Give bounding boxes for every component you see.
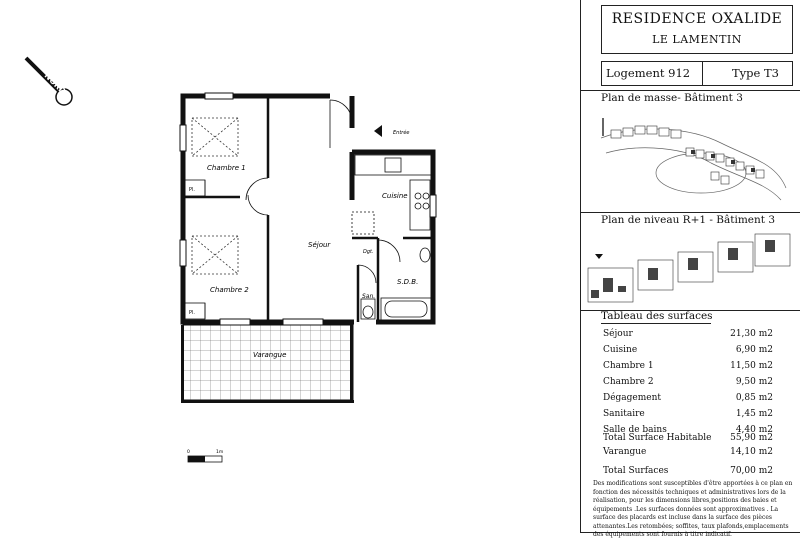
north-arrow-icon: NORD bbox=[24, 56, 73, 106]
total-value: 55,90 m2 bbox=[730, 433, 773, 443]
compass-label: NORD bbox=[43, 71, 68, 96]
surface-label: Cuisine bbox=[603, 345, 638, 355]
level-plan-thumbnail bbox=[587, 233, 791, 303]
scale-start-label: 0 bbox=[187, 449, 190, 455]
disclaimer-notes: Des modifications sont susceptibles d'êt… bbox=[593, 480, 793, 538]
room-label-chambre1: Chambre 1 bbox=[207, 164, 246, 172]
beds bbox=[191, 117, 239, 275]
bathroom-fixtures bbox=[360, 247, 432, 321]
entry-arrow-icon bbox=[374, 125, 382, 137]
unit-info: Logement 912 Type T3 bbox=[601, 61, 793, 86]
surface-label: Salle de bains bbox=[603, 425, 667, 435]
surface-value: 0,85 m2 bbox=[735, 393, 773, 403]
plan-niveau-title: Plan de niveau R+1 - Bâtiment 3 bbox=[601, 214, 776, 226]
surface-label: Sanitaire bbox=[603, 409, 645, 419]
room-label-degagement: Dgt. bbox=[363, 249, 374, 255]
surface-value: 6,90 m2 bbox=[735, 345, 773, 355]
room-label-san: San. bbox=[362, 293, 375, 300]
surfaces-title: Tableau des surfaces bbox=[601, 310, 713, 322]
total-label: Varangue bbox=[603, 447, 647, 457]
placard-label-2: Pl. bbox=[189, 310, 195, 316]
room-label-sejour: Séjour bbox=[308, 241, 331, 249]
residence-title: RESIDENCE OXALIDE bbox=[611, 11, 783, 27]
room-label-sdb: S.D.B. bbox=[397, 278, 418, 286]
room-label-cuisine: Cuisine bbox=[382, 192, 408, 200]
varangue-area bbox=[182, 324, 354, 401]
floor-plan: NORD bbox=[24, 56, 437, 463]
scale-bar: 0 1m bbox=[187, 449, 223, 463]
surface-value: 9,50 m2 bbox=[735, 377, 773, 387]
placard-label-1: Pl. bbox=[189, 187, 195, 193]
total-value: 14,10 m2 bbox=[730, 447, 773, 457]
total-label: Total Surfaces bbox=[603, 466, 669, 476]
logement-label: Logement 912 bbox=[606, 66, 691, 80]
room-label-varangue: Varangue bbox=[253, 351, 286, 359]
surface-value: 11,50 m2 bbox=[730, 361, 773, 371]
residence-location: LE LAMENTIN bbox=[652, 33, 742, 46]
type-label: Type T3 bbox=[732, 66, 779, 80]
surface-value: 1,45 m2 bbox=[735, 409, 773, 419]
surface-label: Dégagement bbox=[603, 393, 662, 403]
info-panel: RESIDENCE OXALIDE LE LAMENTIN Logement 9… bbox=[580, 0, 800, 538]
interior-walls bbox=[183, 96, 433, 322]
room-label-chambre2: Chambre 2 bbox=[210, 286, 249, 294]
plan-masse-title: Plan de masse- Bâtiment 3 bbox=[601, 92, 743, 104]
surface-value: 21,30 m2 bbox=[730, 329, 773, 339]
scale-end-label: 1m bbox=[216, 449, 223, 455]
surface-label: Chambre 1 bbox=[603, 361, 654, 371]
windows bbox=[179, 92, 437, 326]
surface-label: Chambre 2 bbox=[603, 377, 654, 387]
entree-label: Entrée bbox=[393, 129, 410, 136]
total-value: 70,00 m2 bbox=[730, 466, 773, 476]
door-swings bbox=[245, 99, 401, 284]
total-label: Total Surface Habitable bbox=[603, 433, 712, 443]
surface-label: Séjour bbox=[603, 329, 633, 339]
title-box: RESIDENCE OXALIDE LE LAMENTIN bbox=[601, 5, 793, 54]
kitchen-fixtures bbox=[351, 154, 432, 235]
site-plan-thumbnail bbox=[600, 118, 787, 201]
surface-value: 4,40 m2 bbox=[735, 425, 773, 435]
